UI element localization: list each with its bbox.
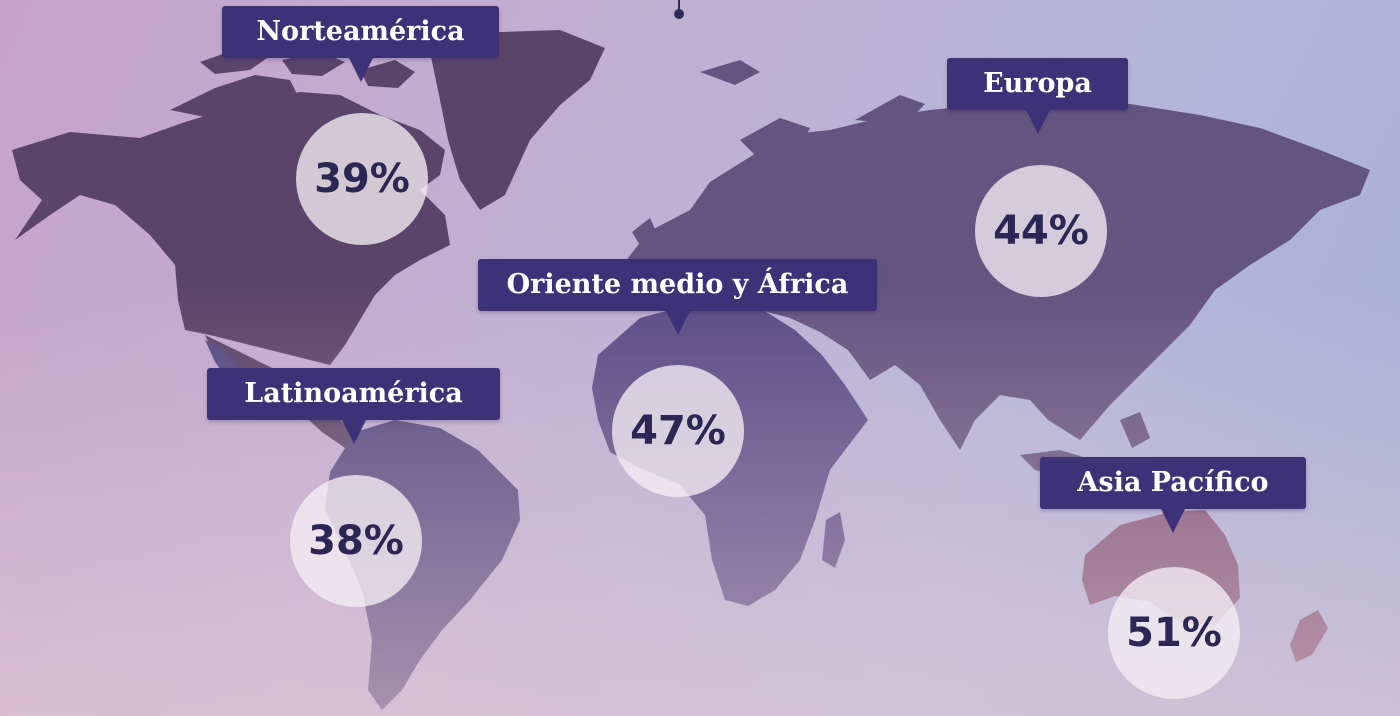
region-value-latin-america: 38%: [290, 475, 422, 607]
region-value-europe: 44%: [975, 165, 1107, 297]
region-label-latin-america: Latinoamérica: [207, 368, 500, 444]
region-label-europe: Europa: [947, 58, 1128, 134]
region-value-asia-pacific: 51%: [1108, 567, 1240, 699]
region-value-middle-east-africa: 47%: [612, 365, 744, 497]
region-label-north-america: Norteamérica: [222, 6, 499, 82]
region-label-middle-east-africa: Oriente medio y África: [478, 259, 877, 335]
region-value-north-america: 39%: [296, 113, 428, 245]
region-label-asia-pacific: Asia Pacífico: [1040, 457, 1306, 533]
top-marker-dot: [674, 9, 684, 19]
